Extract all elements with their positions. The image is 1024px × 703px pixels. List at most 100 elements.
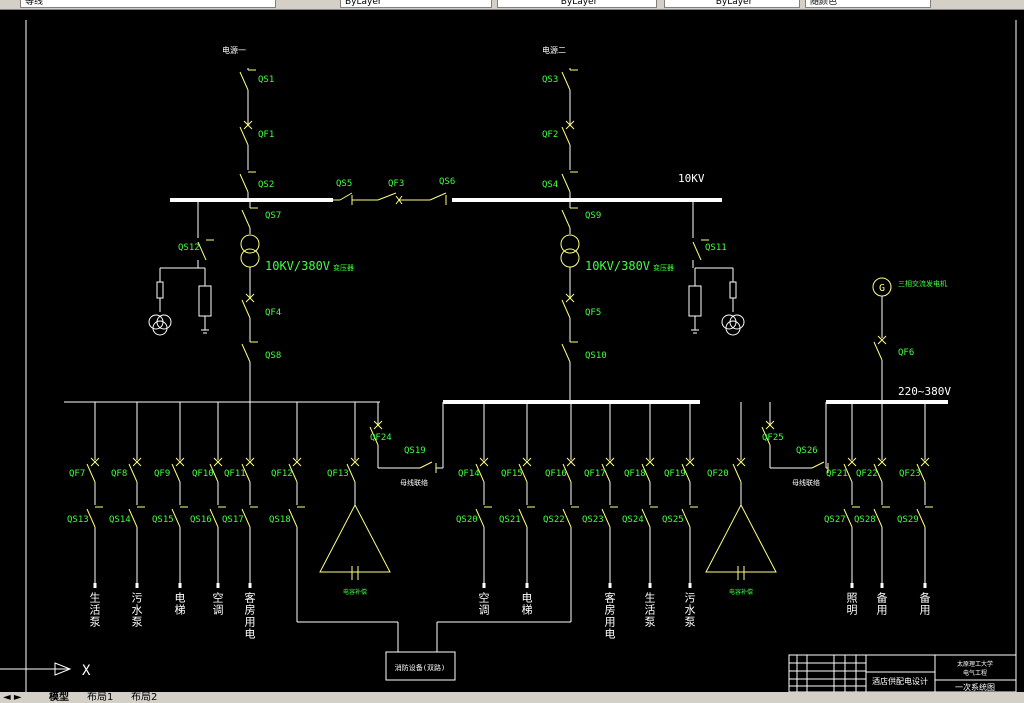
label-QF25: QF25 xyxy=(762,433,784,443)
load-label: 客房用电 xyxy=(603,592,616,640)
terminal xyxy=(648,583,652,588)
label-QS3: QS3 xyxy=(542,75,558,85)
tab-nav-arrows[interactable]: ◄ ► xyxy=(3,692,22,703)
switch-blade xyxy=(239,71,249,91)
label-QS10: QS10 xyxy=(585,351,607,361)
breaker-x-icon xyxy=(736,457,746,467)
label-QF21: QF21 xyxy=(826,469,848,479)
switch-blade xyxy=(518,463,528,483)
arrester-icon xyxy=(198,285,212,317)
layout-tabs: ◄ ► 模型 布局1 布局2 xyxy=(0,692,1024,703)
label-QS2: QS2 xyxy=(258,180,274,190)
generator-g-icon: G xyxy=(879,283,885,294)
transformer-icon xyxy=(240,248,260,268)
fire-equipment-box xyxy=(385,651,456,681)
label-QS22: QS22 xyxy=(543,515,565,525)
breaker-x-icon xyxy=(566,457,576,467)
label-QS28: QS28 xyxy=(854,515,876,525)
breaker-x-icon xyxy=(847,457,857,467)
breaker-x-icon xyxy=(243,120,253,130)
label-QS4: QS4 xyxy=(542,180,558,190)
breaker-x-icon xyxy=(565,120,575,130)
label-QF10: QF10 xyxy=(192,469,214,479)
switch-blade xyxy=(429,192,447,201)
tie-label: 母线联络 xyxy=(400,478,428,487)
switch-blade xyxy=(601,463,611,483)
transformer-label: 10KV/380V xyxy=(585,259,650,273)
switch-blade xyxy=(561,126,571,146)
load-label: 空调 xyxy=(211,592,224,616)
properties-toolbar: 等线 ByLayer ByLayer ByLayer 随颜色 xyxy=(0,0,1024,10)
pt-icon xyxy=(725,320,741,336)
transformer-label: 10KV/380V xyxy=(265,259,330,273)
lineweight-dropdown[interactable]: ByLayer xyxy=(664,0,800,8)
label-QS26: QS26 xyxy=(796,446,818,456)
breaker-x-icon xyxy=(213,457,223,467)
label-QF19: QF19 xyxy=(664,469,686,479)
switch-blade xyxy=(171,463,181,483)
capacitor-label: 电容补偿 xyxy=(729,588,753,596)
switch-blade xyxy=(561,299,571,319)
label-QF14: QF14 xyxy=(458,469,480,479)
linetype-select-dropdown[interactable]: ByLayer xyxy=(497,0,657,8)
source2-label: 电源二 xyxy=(542,45,566,55)
tab-layout2[interactable]: 布局2 xyxy=(131,692,158,703)
arrester-icon xyxy=(688,285,702,317)
switch-blade xyxy=(86,463,96,483)
switch-blade xyxy=(681,508,691,528)
label-QS18: QS18 xyxy=(269,515,291,525)
sheet-title: 一次系统图 xyxy=(955,682,995,692)
switch-blade xyxy=(681,463,691,483)
breaker-x-icon xyxy=(920,457,930,467)
switch-blade xyxy=(475,463,485,483)
label-QF15: QF15 xyxy=(501,469,523,479)
label-QS19: QS19 xyxy=(404,446,426,456)
switch-blade xyxy=(811,461,825,469)
label-QF3: QF3 xyxy=(388,179,404,189)
switch-blade xyxy=(843,463,853,483)
label-QS20: QS20 xyxy=(456,515,478,525)
switch-blade xyxy=(601,508,611,528)
label-QF24: QF24 xyxy=(370,433,392,443)
terminal xyxy=(135,583,139,588)
switch-blade xyxy=(916,463,926,483)
label-QS5: QS5 xyxy=(336,179,352,189)
project-title: 酒店供配电设计 xyxy=(872,676,928,686)
load-label: 生活泵 xyxy=(88,592,101,628)
breaker-x-icon xyxy=(132,457,142,467)
linetype-dropdown[interactable]: 等线 xyxy=(20,0,276,8)
switch-blade xyxy=(518,508,528,528)
breaker-x-icon xyxy=(90,457,100,467)
terminal xyxy=(688,583,692,588)
switch-blade xyxy=(86,508,96,528)
switch-blade xyxy=(873,341,883,361)
label-QF8: QF8 xyxy=(111,469,127,479)
source1-label: 电源一 xyxy=(222,45,246,55)
fuse-icon xyxy=(729,281,737,299)
terminal xyxy=(608,583,612,588)
capacitor-bank-icon xyxy=(705,503,777,573)
terminal xyxy=(923,583,927,588)
tab-layout1[interactable]: 布局1 xyxy=(87,692,114,703)
switch-blade xyxy=(843,508,853,528)
label-QF11: QF11 xyxy=(224,469,246,479)
label-QF13: QF13 xyxy=(327,469,349,479)
color-dropdown[interactable]: ByLayer xyxy=(340,0,492,8)
load-label: 备用 xyxy=(875,592,888,616)
load-label: 电梯 xyxy=(520,592,533,616)
label-QS16: QS16 xyxy=(190,515,212,525)
plotstyle-dropdown[interactable]: 随颜色 xyxy=(805,0,931,8)
breaker-x-icon xyxy=(877,335,887,345)
load-label: 污水泵 xyxy=(130,592,143,628)
switch-blade xyxy=(561,209,571,229)
terminal xyxy=(216,583,220,588)
label-QS17: QS17 xyxy=(222,515,244,525)
load-label: 空调 xyxy=(477,592,490,616)
breaker-x-icon xyxy=(605,457,615,467)
bus-lv-label: 220~380V xyxy=(898,385,951,398)
tab-model[interactable]: 模型 xyxy=(49,692,69,703)
terminal xyxy=(248,583,252,588)
label-QS8: QS8 xyxy=(265,351,281,361)
label-QS1: QS1 xyxy=(258,75,274,85)
